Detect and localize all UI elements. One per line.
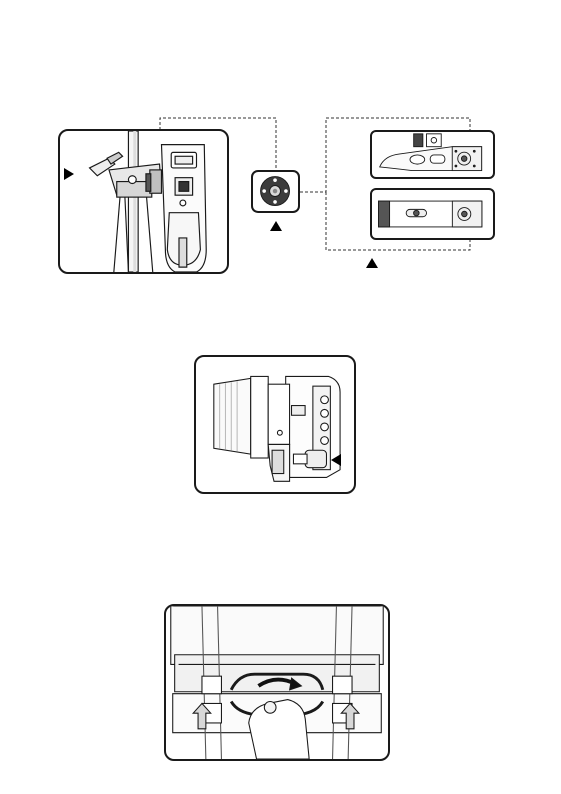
plate-option-a-illustration	[372, 132, 493, 177]
mounting-plate-illustration	[253, 172, 298, 211]
plate-option-b-panel	[370, 188, 495, 240]
case-latch-panel	[164, 604, 390, 761]
camera-illustration	[196, 357, 354, 492]
case-latch-illustration	[166, 606, 388, 759]
knob-arrow-icon	[331, 454, 341, 466]
mounting-plate-panel	[251, 170, 300, 213]
clamp-arrow-icon	[64, 168, 74, 180]
plate-option-a-panel	[370, 130, 495, 179]
camera-panel	[194, 355, 356, 494]
plate-options-arrow-icon	[366, 258, 378, 268]
plate-arrow-icon	[270, 221, 282, 231]
plate-option-b-illustration	[372, 190, 493, 238]
stand-clamp-illustration	[60, 131, 227, 272]
stand-clamp-panel	[58, 129, 229, 274]
